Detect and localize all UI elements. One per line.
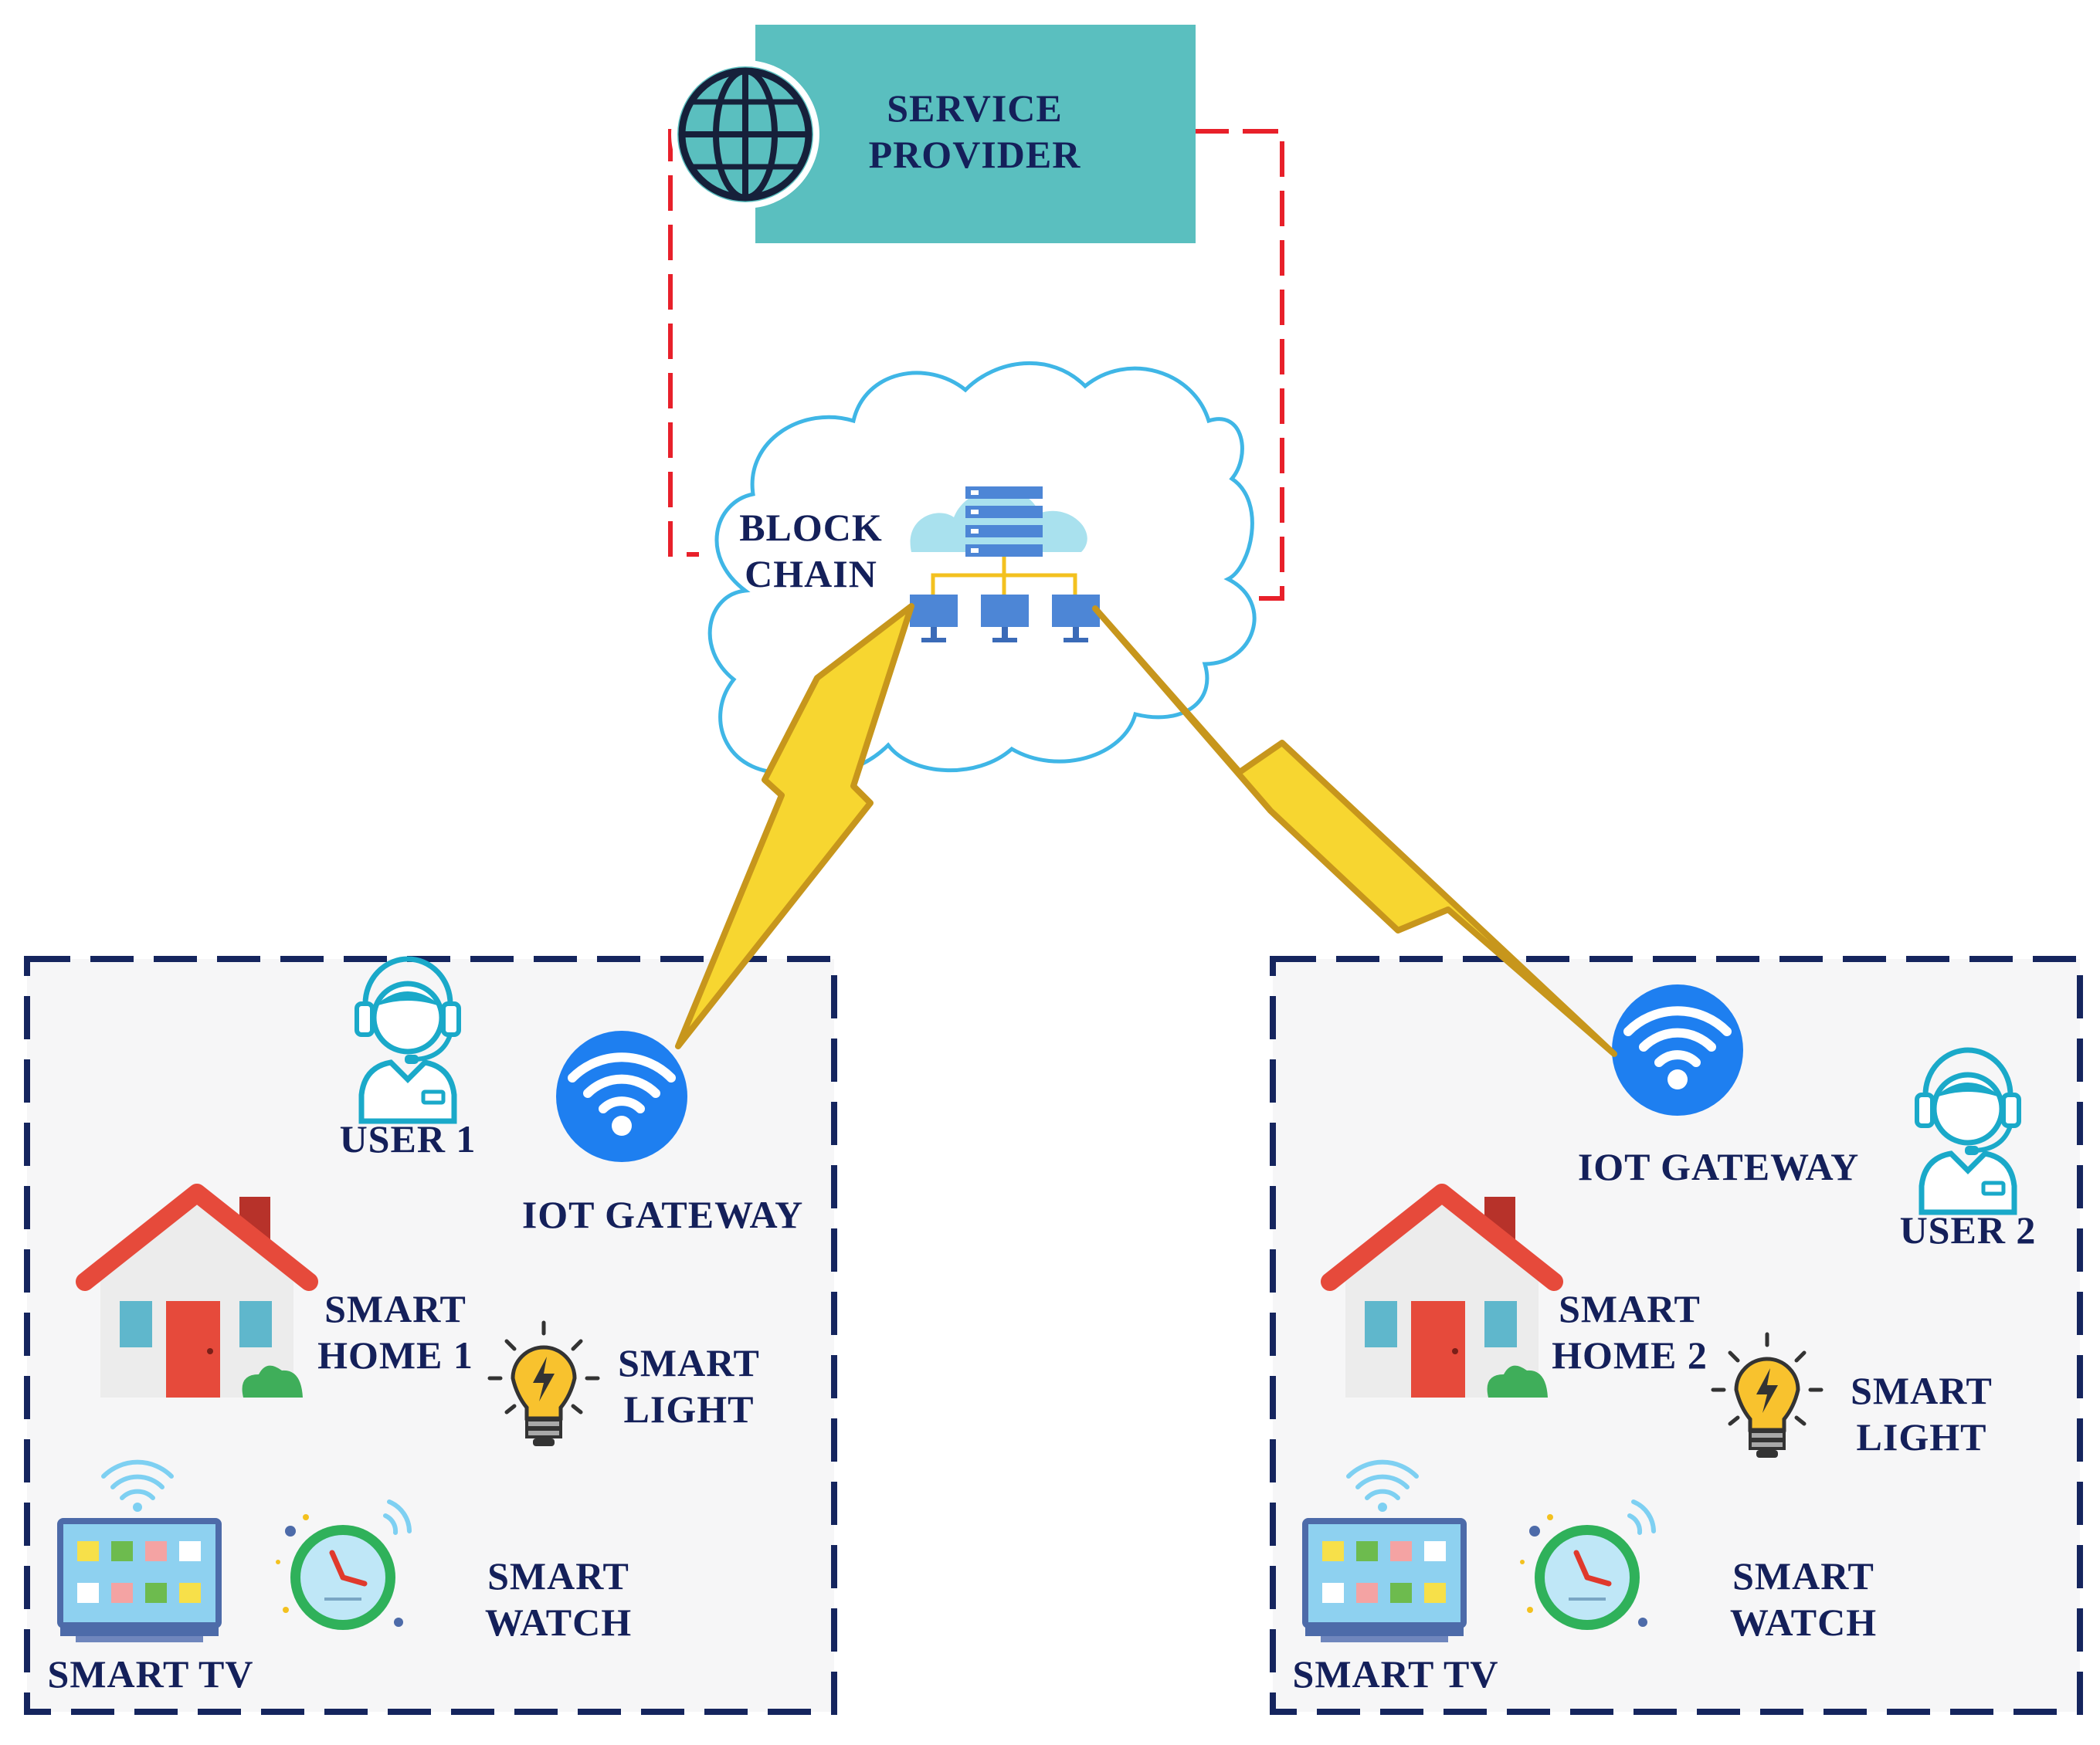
provider-label-line2: PROVIDER [869, 133, 1081, 176]
provider-blockchain-link [1193, 129, 1284, 601]
home1-gateway-label: IOT GATEWAY [522, 1193, 803, 1236]
home1-home-label-line1: SMART [324, 1287, 466, 1330]
blockchain-label-line2: CHAIN [745, 552, 877, 595]
blockchain-label-line1: BLOCK [739, 506, 883, 549]
provider-label-line1: SERVICE [887, 86, 1063, 130]
cloud-server-icon [910, 486, 1100, 642]
home2-zone: IOT GATEWAY USER 2 SMART HOME 2 SMART LI… [1270, 956, 2083, 1715]
home2-tv-label: SMART TV [1293, 1652, 1499, 1696]
provider-blockchain-link-left [668, 129, 699, 557]
home1-light-label-line2: LIGHT [624, 1388, 755, 1431]
home1-zone: USER 1 IOT GATEWAY SMART HOME 1 SMART LI… [24, 956, 837, 1715]
home2-home-label-line2: HOME 2 [1552, 1333, 1708, 1377]
home1-watch-label-line2: WATCH [485, 1601, 632, 1644]
home2-home-label-line1: SMART [1559, 1287, 1701, 1330]
blockchain-cloud: BLOCK CHAIN [707, 361, 1257, 776]
home2-watch-label-line1: SMART [1732, 1554, 1874, 1598]
service-provider: SERVICE PROVIDER [671, 25, 1196, 243]
home2-user-label: USER 2 [1900, 1208, 2037, 1252]
home1-user-label: USER 1 [340, 1117, 477, 1161]
home2-light-label-line2: LIGHT [1857, 1415, 1987, 1459]
home1-tv-label: SMART TV [48, 1652, 254, 1696]
home1-watch-label-line1: SMART [487, 1554, 629, 1598]
home2-gateway-label: IOT GATEWAY [1578, 1145, 1859, 1188]
globe-icon [671, 60, 819, 208]
lightning-icon-left [675, 603, 914, 1049]
home1-light-label-line1: SMART [618, 1341, 760, 1384]
home1-home-label-line2: HOME 1 [317, 1333, 473, 1377]
home2-light-label-line1: SMART [1851, 1369, 1993, 1412]
home2-wifi-icon [1612, 984, 1743, 1116]
lightning-icon-right [1092, 605, 1617, 1057]
provider-box [755, 25, 1196, 243]
home1-wifi-icon [556, 1031, 687, 1162]
home2-watch-label-line2: WATCH [1730, 1601, 1877, 1644]
